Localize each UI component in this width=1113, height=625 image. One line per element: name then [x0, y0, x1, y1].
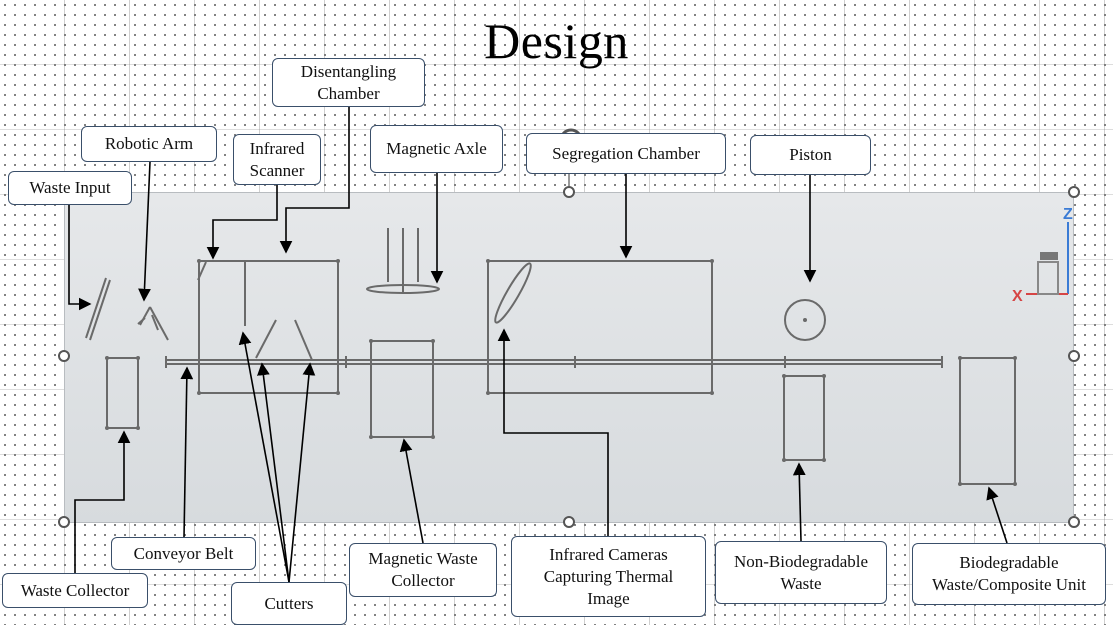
magnetic-waste-collector-bin [370, 340, 434, 438]
part-nodes [105, 259, 1017, 486]
label-biodegradable[interactable]: Biodegradable Waste/Composite Unit [912, 543, 1106, 605]
label-cutters-text: Cutters [264, 593, 314, 613]
arrow-infrared-cameras [497, 328, 609, 536]
arrow-conveyor-belt [180, 366, 194, 538]
axis-z-label: Z [1063, 206, 1073, 223]
arrow-waste-input [68, 205, 92, 311]
label-waste-collector-text: Waste Collector [20, 580, 130, 600]
non-biodegradable-bin [783, 375, 825, 461]
label-magnetic-waste-collector-text: Magnetic Waste Collector [368, 549, 478, 590]
label-non-biodegradable-text: Non-Biodegradable Waste [733, 551, 869, 593]
cutter-3 [294, 319, 313, 361]
machine-parts [85, 228, 1016, 485]
axis-x-label: X [1012, 288, 1023, 305]
label-cutters[interactable]: Cutters [231, 582, 347, 625]
arrow-waste-collector [74, 430, 131, 573]
label-infrared-cameras-text: Infrared Cameras Capturing Thermal Image [543, 544, 674, 608]
robotic-arm-part [137, 306, 169, 341]
label-infrared-cameras[interactable]: Infrared Cameras Capturing Thermal Image [511, 536, 706, 617]
label-segregation-chamber-text: Segregation Chamber [552, 143, 700, 163]
disentangling-chamber-box [198, 260, 339, 394]
piston-part [784, 299, 826, 341]
arrow-non-biodegradable [792, 462, 806, 542]
resize-handle-top-center[interactable] [563, 186, 575, 198]
label-conveyor-belt[interactable]: Conveyor Belt [111, 537, 256, 570]
label-robotic-arm-text: Robotic Arm [104, 134, 194, 153]
cutter-2 [255, 319, 277, 359]
resize-handle-bottom-right[interactable] [1068, 516, 1080, 528]
label-conveyor-belt-text: Conveyor Belt [133, 543, 234, 563]
label-magnetic-axle[interactable]: Magnetic Axle [370, 125, 503, 173]
label-waste-collector[interactable]: Waste Collector [2, 573, 148, 608]
resize-handle-bottom-left[interactable] [58, 516, 70, 528]
infrared-camera-lens [494, 262, 532, 324]
label-magnetic-waste-collector[interactable]: Magnetic Waste Collector [349, 543, 497, 597]
label-waste-input[interactable]: Waste Input [8, 171, 132, 205]
label-robotic-arm[interactable]: Robotic Arm [81, 126, 217, 162]
arrow-biodegradable [986, 486, 1008, 544]
magnetic-axle-part [366, 228, 440, 294]
axis-gizmo-icon: Z X [1012, 206, 1073, 305]
resize-handle-bottom-center[interactable] [563, 516, 575, 528]
waste-input-chute [85, 277, 107, 339]
resize-handle-middle-right[interactable] [1068, 350, 1080, 362]
label-infrared-scanner-text: Infrared Scanner [249, 138, 305, 180]
label-magnetic-axle-text: Magnetic Axle [386, 139, 487, 158]
arrow-magnetic-waste-collector [399, 438, 424, 544]
arrow-cutter-2 [257, 362, 290, 583]
page-title: Design [484, 13, 629, 69]
label-segregation-chamber[interactable]: Segregation Chamber [526, 133, 726, 174]
arrow-robotic-arm [138, 161, 151, 302]
resize-handle-middle-left[interactable] [58, 350, 70, 362]
label-piston[interactable]: Piston [750, 135, 871, 175]
label-non-biodegradable[interactable]: Non-Biodegradable Waste [715, 541, 887, 604]
arrow-cutter-3 [288, 362, 316, 583]
cad-drawing-panel[interactable] [64, 192, 1074, 523]
label-disentangling-chamber-text: Disentangling Chamber [300, 61, 397, 103]
label-piston-text: Piston [789, 145, 832, 164]
resize-handle-top-right[interactable] [1068, 186, 1080, 198]
label-disentangling-chamber[interactable]: Disentangling Chamber [272, 58, 425, 107]
callout-arrows [68, 107, 1008, 583]
segregation-chamber-box [487, 260, 713, 394]
label-waste-input-text: Waste Input [29, 178, 111, 197]
arrow-disentangling-chamber [279, 107, 350, 254]
waste-collector-bin [106, 357, 139, 429]
arrow-infrared-scanner [206, 185, 278, 260]
arrow-cutter-1 [238, 331, 290, 583]
label-infrared-scanner[interactable]: Infrared Scanner [233, 134, 321, 185]
label-biodegradable-text: Biodegradable Waste/Composite Unit [932, 553, 1086, 594]
biodegradable-bin [959, 357, 1016, 485]
